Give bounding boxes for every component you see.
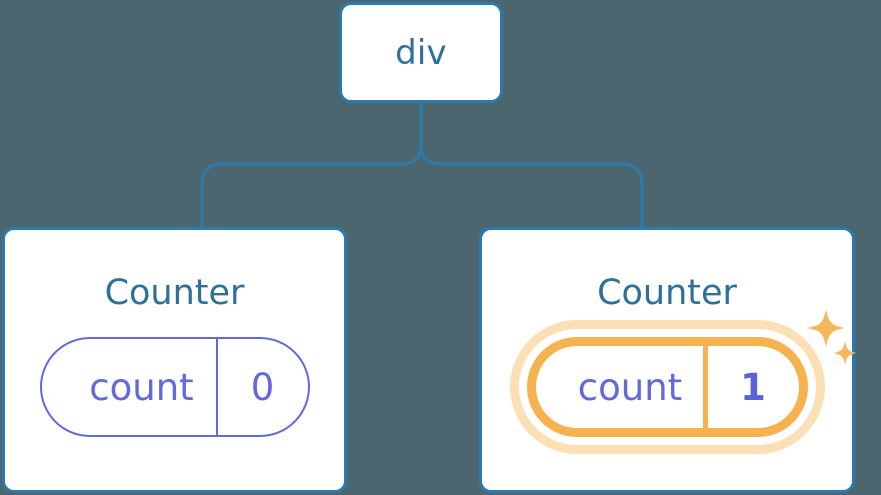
- node-div-label: div: [395, 32, 447, 73]
- state-key-left: count: [89, 365, 194, 409]
- state-pill-left[interactable]: count 0: [39, 337, 310, 437]
- state-pill-right-wrapper: count 1: [509, 309, 857, 454]
- sparkle-small-icon: [832, 341, 857, 365]
- state-pill-left-wrapper: count 0: [39, 337, 310, 437]
- state-value-right: 1: [702, 346, 799, 428]
- node-counter-left[interactable]: Counter count 0: [2, 227, 347, 493]
- node-div[interactable]: div: [339, 2, 503, 103]
- state-value-left: 0: [215, 339, 308, 435]
- node-counter-left-label: Counter: [104, 273, 245, 313]
- sparkle-large-icon: [806, 309, 845, 347]
- node-counter-right-label: Counter: [597, 273, 737, 313]
- state-key-right: count: [577, 365, 683, 409]
- state-pill-right[interactable]: count 1: [526, 337, 808, 437]
- node-counter-right[interactable]: Counter count 1: [479, 227, 857, 493]
